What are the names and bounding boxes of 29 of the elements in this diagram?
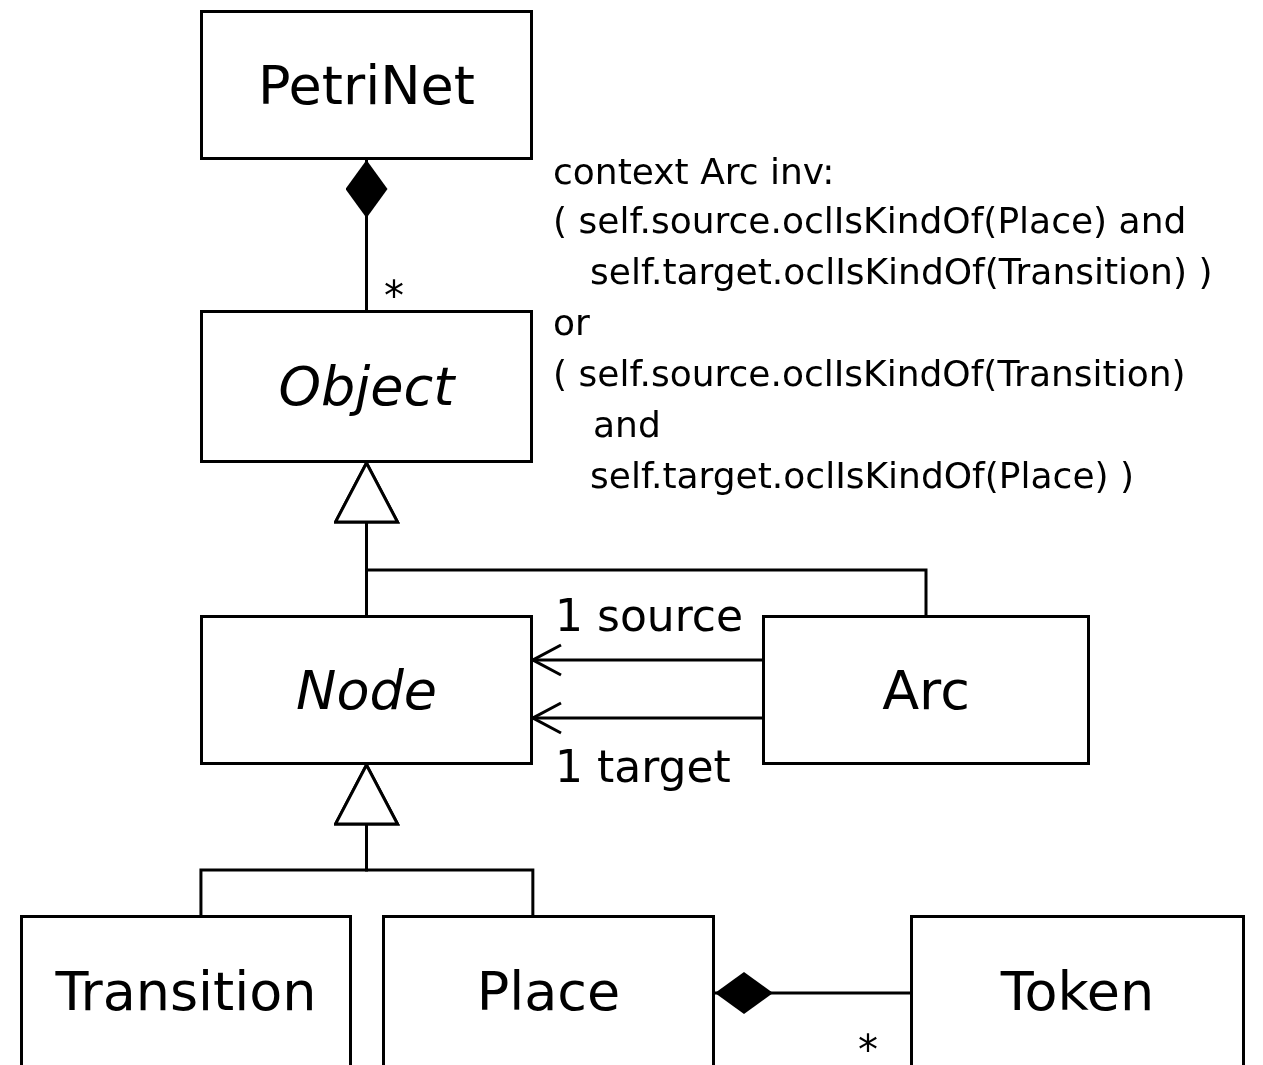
constraint-text: and — [593, 407, 661, 443]
constraint-text: context Arc inv: — [553, 154, 835, 190]
class-name: Node — [296, 658, 437, 722]
constraint-text: ( self.source.oclIsKindOf(Place) and — [553, 203, 1187, 239]
class-name: Token — [1000, 960, 1155, 1023]
class-box — [20, 915, 352, 1065]
constraint-text: self.target.oclIsKindOf(Transition) ) — [590, 254, 1213, 290]
generalization-arrow — [334, 461, 928, 615]
association-arrow — [531, 643, 762, 677]
class-name: Arc — [882, 658, 970, 722]
multiplicity-label: * — [384, 276, 404, 316]
class-box — [910, 915, 1245, 1065]
class-box — [762, 615, 1090, 765]
multiplicity-label: * — [858, 1030, 878, 1065]
constraint-text: or — [553, 305, 590, 341]
class-name: PetriNet — [258, 53, 475, 117]
class-box — [200, 615, 533, 765]
generalization-arrow — [334, 763, 535, 915]
constraint-text: self.target.oclIsKindOf(Place) ) — [590, 458, 1135, 494]
composition-line — [715, 972, 910, 1014]
class-box — [382, 915, 715, 1065]
constraint-text: ( self.source.oclIsKindOf(Transition) — [553, 356, 1186, 392]
class-name: Transition — [55, 960, 317, 1023]
class-box — [200, 10, 533, 160]
class-box — [200, 310, 533, 463]
class-name: Place — [476, 960, 621, 1023]
composition-line — [345, 160, 388, 310]
class-name: Object — [278, 355, 455, 418]
association-arrow — [531, 701, 762, 735]
